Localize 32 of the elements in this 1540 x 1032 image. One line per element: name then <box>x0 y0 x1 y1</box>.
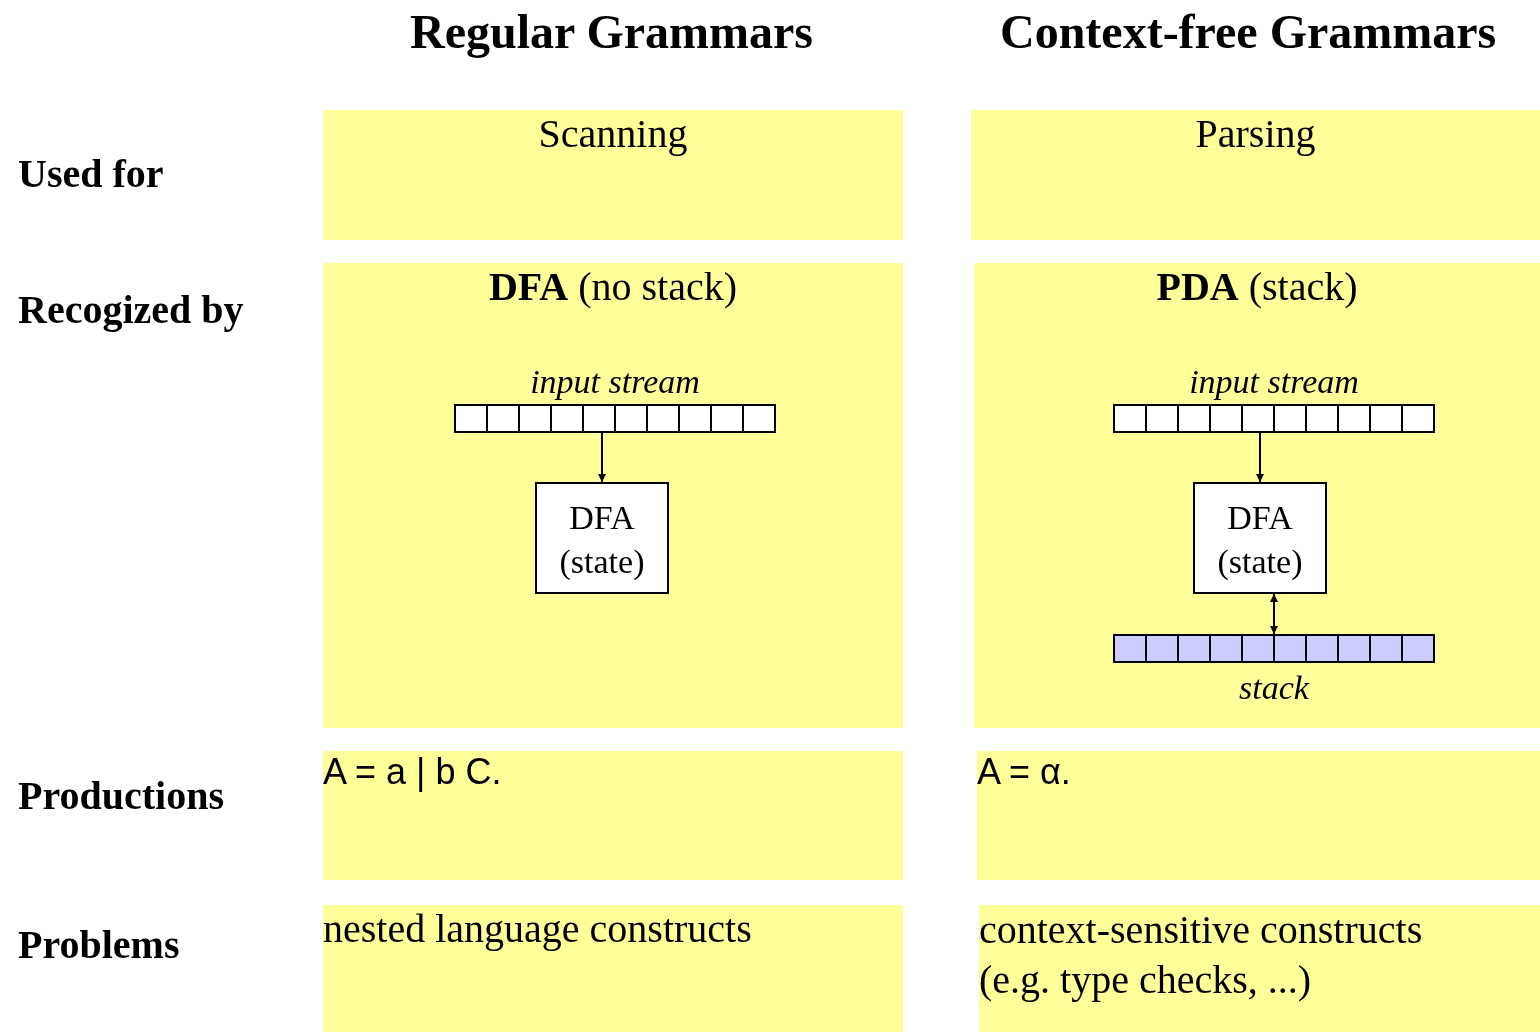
arrow <box>598 432 606 483</box>
cell-text: A = α. <box>977 751 1071 793</box>
cell-text: context-sensitive constructs (e.g. type checks, ...) <box>979 906 1424 1004</box>
cell-text: Parsing <box>1194 110 1317 157</box>
cell-panel <box>323 110 903 240</box>
tape-label: stack <box>1238 669 1311 707</box>
cell-panel <box>971 110 1540 240</box>
cell-text: nested language constructs <box>323 905 752 952</box>
tape-label: input stream <box>1188 363 1360 401</box>
column-heading: Regular Grammars <box>410 4 814 59</box>
cell-panel <box>979 905 1540 1032</box>
cell-text: PDA (stack) <box>1155 263 1359 310</box>
arrow <box>1270 593 1278 635</box>
row-heading: Recogized by <box>18 286 244 333</box>
cell-panel <box>977 751 1540 880</box>
cell-text: DFA (no stack) <box>487 263 739 310</box>
cell-text: Scanning <box>537 110 689 157</box>
row-heading: Problems <box>18 921 180 968</box>
column-heading: Context-free Grammars <box>1000 4 1497 59</box>
cell-panel <box>323 751 903 880</box>
row-heading: Productions <box>18 772 224 819</box>
box-text: DFA (state) <box>558 498 646 582</box>
cell-panel <box>323 905 903 1032</box>
cell-text: A = a | b C. <box>323 751 502 793</box>
cell-panel <box>323 263 903 728</box>
arrow <box>1256 432 1264 483</box>
box-text: DFA (state) <box>1216 498 1304 582</box>
cell-panel <box>974 263 1540 728</box>
tape-label: input stream <box>529 363 701 401</box>
state-box <box>1193 482 1327 594</box>
state-box <box>535 482 669 594</box>
row-heading: Used for <box>18 150 164 197</box>
